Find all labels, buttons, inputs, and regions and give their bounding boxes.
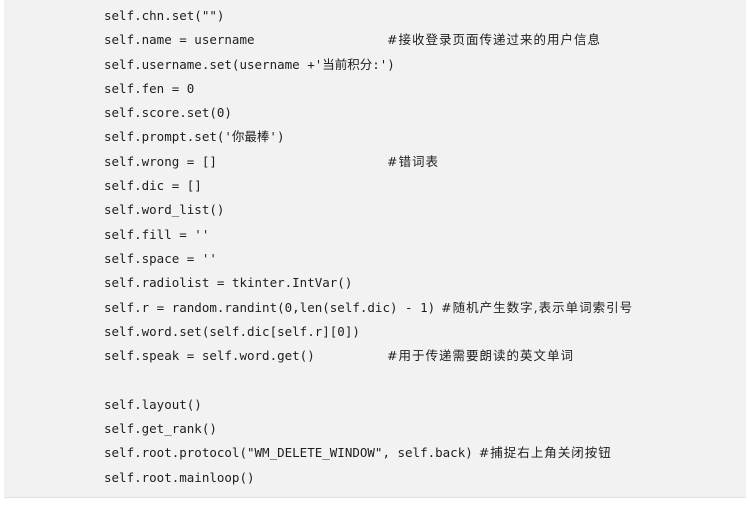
code-text: self.radiolist = tkinter.IntVar() (104, 275, 353, 291)
code-comment: #捕捉右上角关闭按钮 (478, 445, 612, 461)
code-listing-panel: self.chn.set("") self.name = username #接收… (4, 0, 746, 498)
code-text: self.speak = self.word.get() (104, 348, 315, 364)
code-comment: #错词表 (387, 153, 439, 169)
code-line: self.get_rank() (104, 417, 744, 441)
code-text: self.layout() (104, 396, 202, 412)
blank-line (104, 368, 744, 392)
code-line: self.word.set(self.dic[self.r][0]) (104, 320, 744, 344)
code-line: self.word_list() (104, 198, 744, 222)
code-line: self.dic = [] (104, 174, 744, 198)
code-comment: #随机产生数字,表示单词索引号 (441, 299, 634, 315)
code-text: self.prompt.set('你最棒') (104, 129, 285, 145)
code-text: self.username.set(username +'当前积分:') (104, 56, 395, 72)
code-text: self.fill = '' (104, 226, 210, 242)
code-line: self.r = random.randint(0,len(self.dic) … (104, 296, 744, 320)
code-line: self.speak = self.word.get() #用于传递需要朗读的英文… (104, 344, 744, 368)
code-text: self.wrong = [] (104, 153, 217, 169)
code-lines: self.chn.set("") self.name = username #接收… (104, 4, 744, 490)
code-text: self.root.protocol("WM_DELETE_WINDOW", s… (104, 441, 612, 465)
code-line: self.fen = 0 (104, 77, 744, 101)
code-line: self.name = username #接收登录页面传递过来的用户信息 (104, 28, 744, 52)
code-text: self.score.set(0) (104, 105, 232, 121)
code-line: self.wrong = [] #错词表 (104, 150, 744, 174)
code-text: self.name = username (104, 32, 255, 48)
code-line: self.prompt.set('你最棒') (104, 125, 744, 149)
code-line: self.radiolist = tkinter.IntVar() (104, 271, 744, 295)
code-text: self.fen = 0 (104, 80, 195, 96)
code-text: self.space = '' (104, 250, 217, 266)
code-line: self.chn.set("") (104, 4, 744, 28)
code-line: self.root.mainloop() (104, 466, 744, 490)
code-line: self.layout() (104, 393, 744, 417)
code-line: self.root.protocol("WM_DELETE_WINDOW", s… (104, 441, 744, 465)
code-comment: #用于传递需要朗读的英文单词 (387, 348, 574, 364)
code-line: self.fill = '' (104, 223, 744, 247)
code-text: self.root.mainloop() (104, 469, 255, 485)
code-text: self.word_list() (104, 202, 225, 218)
code-line: self.space = '' (104, 247, 744, 271)
code-comment: #接收登录页面传递过来的用户信息 (387, 32, 601, 48)
code-statement: self.root.protocol("WM_DELETE_WINDOW", s… (104, 445, 473, 461)
code-text: self.word.set(self.dic[self.r][0]) (104, 323, 360, 339)
code-text: self.get_rank() (104, 421, 217, 437)
code-statement: self.r = random.randint(0,len(self.dic) … (104, 299, 436, 315)
code-text: self.dic = [] (104, 178, 202, 194)
code-line: self.username.set(username +'当前积分:') (104, 53, 744, 77)
code-text: self.chn.set("") (104, 8, 225, 23)
code-text: self.r = random.randint(0,len(self.dic) … (104, 296, 633, 320)
code-line: self.score.set(0) (104, 101, 744, 125)
